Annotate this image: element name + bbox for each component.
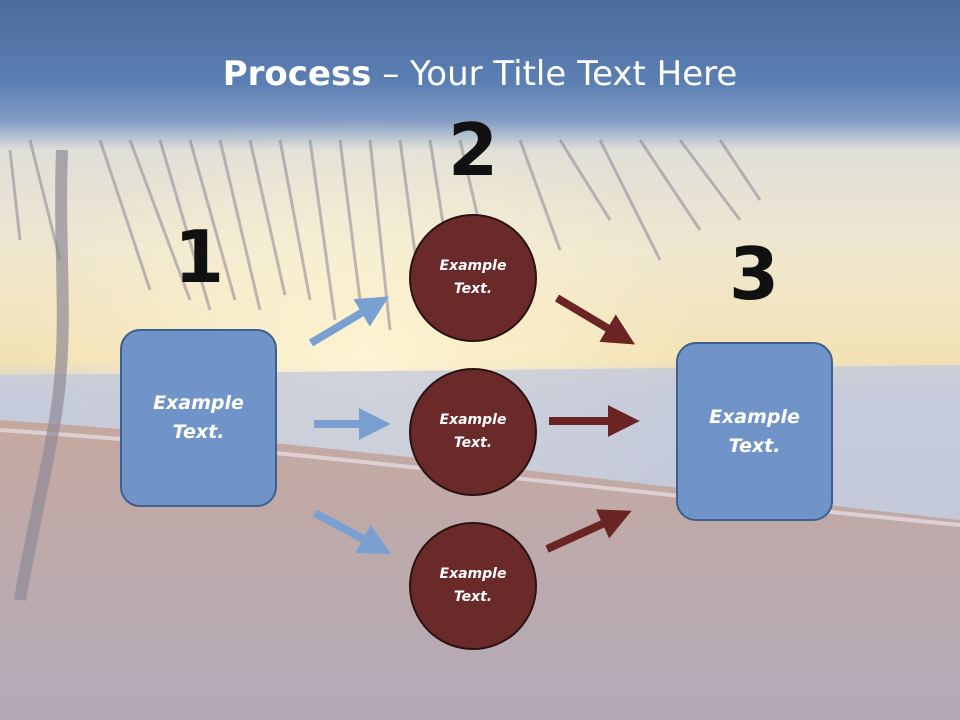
step-number-2: 2 (447, 108, 499, 192)
title-bar (0, 0, 960, 150)
step-number-3: 3 (728, 232, 780, 316)
process-circle-top: Example Text. (409, 214, 537, 342)
process-circle-bottom: Example Text. (409, 522, 537, 650)
page-title: Process – Your Title Text Here (0, 50, 960, 98)
title-rest: – Your Title Text Here (371, 54, 738, 94)
step-number-1: 1 (173, 215, 225, 299)
title-bold: Process (222, 54, 372, 94)
right-process-box: Example Text. (676, 342, 833, 521)
left-process-box: Example Text. (120, 329, 277, 507)
process-circle-middle: Example Text. (409, 368, 537, 496)
